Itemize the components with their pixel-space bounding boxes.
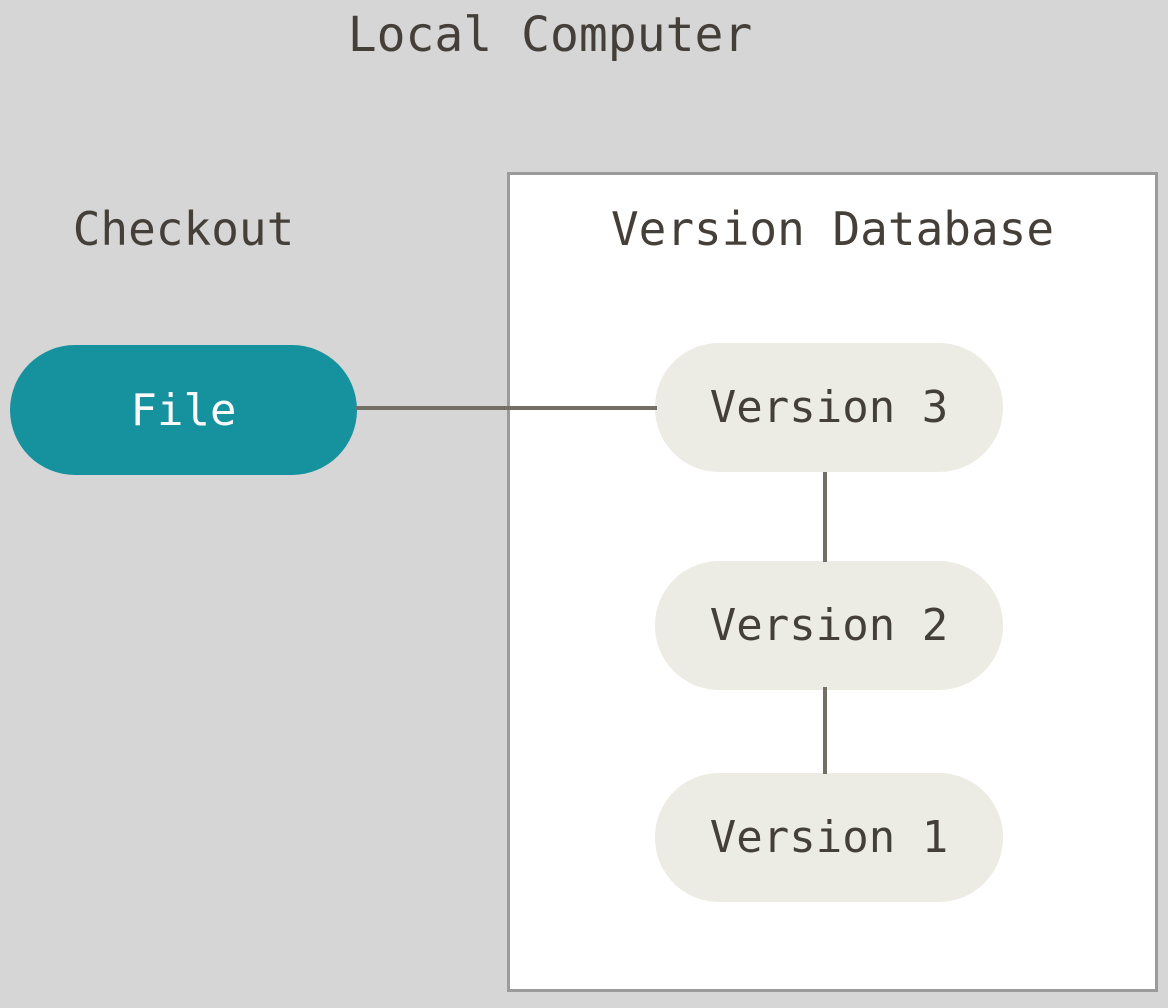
version-node-label: Version 1	[709, 812, 949, 863]
connector-version3-to-version2-line	[823, 472, 827, 562]
version-node-label: Version 3	[709, 382, 949, 433]
file-node: File	[10, 345, 357, 475]
diagram-title: Local Computer	[347, 7, 753, 63]
file-node-label: File	[130, 384, 237, 436]
version-database-title: Version Database	[610, 202, 1055, 256]
version-database-box: Version Database Version 3 Version 2 Ver…	[507, 172, 1158, 992]
connector-version2-to-version1-line	[823, 687, 827, 774]
version-node: Version 3	[655, 343, 1003, 472]
version-node: Version 1	[655, 773, 1003, 902]
connector-file-to-version3-line	[355, 406, 657, 410]
version-node-label: Version 2	[709, 600, 949, 651]
checkout-label: Checkout	[72, 202, 295, 256]
version-node: Version 2	[655, 561, 1003, 690]
